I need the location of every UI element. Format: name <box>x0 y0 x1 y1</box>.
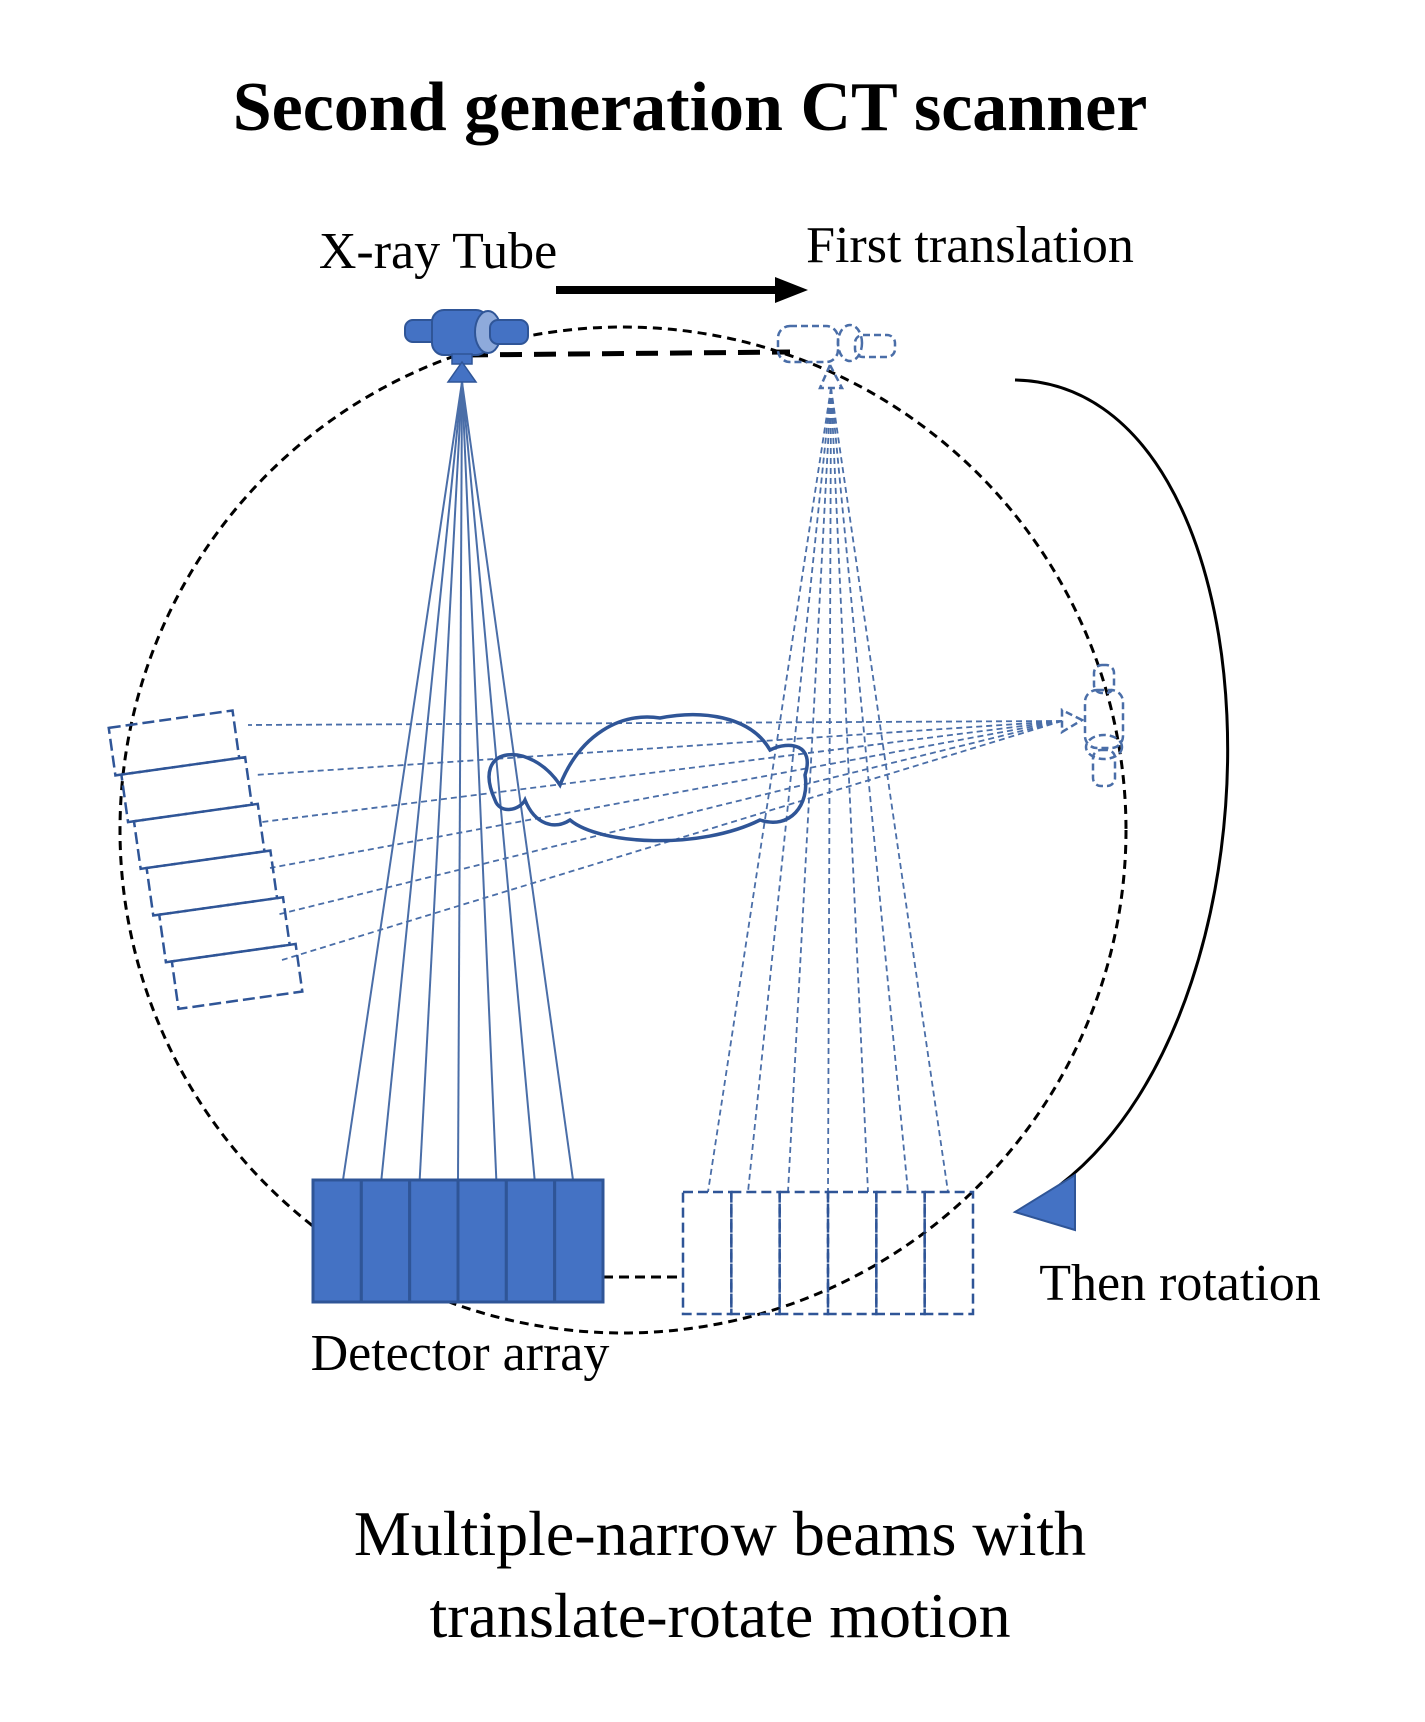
detector-cell-ghost <box>730 1190 781 1316</box>
xray-tube-translated <box>776 323 897 390</box>
then-rotation-label: Then rotation <box>1039 1255 1321 1312</box>
beam-line-translated <box>827 387 832 1193</box>
detector-cell-ghost <box>826 1190 878 1316</box>
xray-tube <box>404 309 529 383</box>
beam-line-translated <box>830 387 949 1193</box>
detector-cell <box>311 1178 363 1304</box>
xray-tube-rotated <box>1060 663 1125 788</box>
detector-cell <box>553 1178 605 1304</box>
detector-array-translated <box>681 1190 975 1316</box>
beam-line <box>342 381 463 1181</box>
beam-line <box>461 381 498 1181</box>
beam-line <box>380 381 463 1181</box>
detector-cell-rotated <box>119 755 254 824</box>
detector-cell <box>504 1178 557 1304</box>
beam-line-translated <box>830 387 869 1193</box>
caption-line-2: translate-rotate motion <box>429 1580 1010 1651</box>
beam-line-rotated <box>269 720 1063 869</box>
detector-cell-ghost <box>681 1190 733 1316</box>
first-translation-label: First translation <box>806 217 1134 274</box>
beam-line-translated <box>787 387 832 1193</box>
xray-tube-label: X-ray Tube <box>319 223 557 280</box>
diagram-title: Second generation CT scanner <box>233 69 1148 146</box>
gantry-circle <box>118 325 1128 1335</box>
detector-cell <box>408 1178 460 1304</box>
detector-cell-ghost <box>875 1190 926 1316</box>
detector-array-rotated <box>107 709 304 1011</box>
detector-cell-rotated <box>107 709 241 777</box>
detector-cell-ghost <box>923 1190 975 1316</box>
solid-beams <box>342 381 574 1181</box>
rotation-arrowhead <box>1012 1173 1076 1232</box>
detector-cell-rotated <box>132 802 266 871</box>
beam-line <box>461 381 574 1181</box>
patient-outline <box>487 712 809 843</box>
beam-line-translated <box>707 387 832 1193</box>
caption-line-1: Multiple-narrow beams with <box>354 1498 1086 1569</box>
dashed-beams-rotated <box>247 720 1063 961</box>
beam-line <box>461 381 536 1181</box>
detector-array-label: Detector array <box>311 1325 610 1382</box>
beam-line <box>457 381 463 1181</box>
detector-cell-rotated <box>145 849 279 917</box>
detector-cell-rotated <box>170 942 304 1011</box>
beam-line <box>418 381 463 1181</box>
translation-path <box>465 349 791 358</box>
detector-array <box>311 1178 605 1304</box>
beam-line-rotated <box>247 720 1063 726</box>
beam-line-rotated <box>254 720 1063 776</box>
detector-cell <box>359 1178 412 1304</box>
detector-cell-rotated <box>157 895 292 964</box>
detector-cell-ghost <box>778 1190 830 1316</box>
beam-line-translated <box>747 387 832 1193</box>
beam-line-rotated <box>261 720 1063 823</box>
dashed-beams-translated <box>707 387 949 1193</box>
beam-line-rotated <box>281 720 1063 961</box>
rotation-arrow <box>1012 378 1230 1232</box>
detector-cell <box>456 1178 508 1304</box>
first-translation-arrow <box>556 277 808 303</box>
beam-line-rotated <box>275 720 1063 916</box>
beam-line-translated <box>830 387 909 1193</box>
